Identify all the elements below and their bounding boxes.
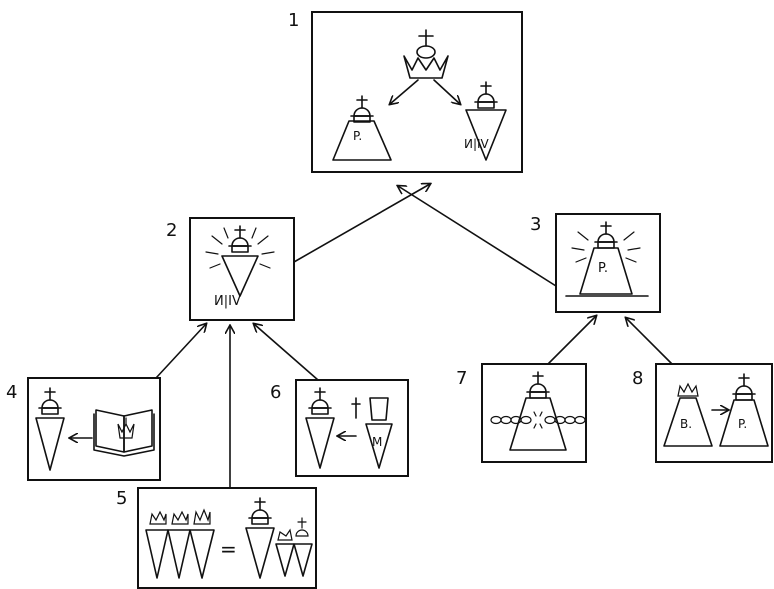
panel-7-frame — [481, 363, 587, 463]
emperor-figure-6-icon — [305, 387, 335, 469]
pope-figure-8-icon: P. — [719, 373, 769, 447]
monk-figure-icon: M — [351, 397, 393, 469]
panel-2-frame — [189, 217, 295, 321]
emperor-figure-icon: И|IV — [464, 81, 507, 161]
arrow-panel3-to-panel1 — [398, 186, 557, 287]
book-icon — [93, 409, 155, 457]
panel-2-emperor-letters: И|IV — [214, 294, 241, 309]
panel-8-pope-letter: P. — [738, 417, 747, 431]
pope-letter: P. — [353, 129, 362, 143]
panel-5: 5 = — [116, 487, 317, 589]
panel-4-frame — [27, 377, 161, 481]
panel-6-frame — [295, 379, 409, 477]
crown-icon — [403, 29, 449, 79]
chained-pope-icon — [490, 371, 586, 451]
emperor-letters: И|IV — [464, 137, 490, 151]
arrow-panel8-to-panel3 — [626, 318, 673, 365]
panel-2: 2 И|IV — [166, 217, 295, 321]
panel-7: 7 — [456, 363, 587, 463]
panel-number-2: 2 — [166, 220, 177, 241]
radiant-pope-icon: P. — [565, 221, 649, 297]
pope-figure-icon: P. — [332, 95, 392, 161]
bishop-figure-icon: B. — [663, 382, 713, 447]
arrow-panel7-to-panel3 — [547, 316, 596, 365]
equals-sign: = — [220, 537, 237, 561]
panel-number-7: 7 — [456, 368, 467, 389]
panel-number-5: 5 — [116, 488, 127, 509]
panel-1: 1 P. И|IV — [288, 10, 523, 173]
panel-1-frame — [311, 11, 523, 173]
panel-3: 3 P. — [530, 213, 661, 313]
monk-letter: M — [372, 435, 382, 449]
panel-5-frame — [137, 487, 317, 589]
three-kings-icon — [145, 508, 215, 579]
panel-number-1: 1 — [288, 10, 299, 31]
panel-3-pope-letter: P. — [598, 261, 608, 276]
broken-chain-icon — [490, 411, 586, 429]
emperor-with-vassals-icon — [245, 497, 313, 579]
ruler-figure-icon — [35, 387, 65, 471]
arrow-panel6-to-panel2 — [254, 324, 319, 381]
panel-8: 8 B. P. — [632, 363, 773, 463]
bishop-letter: B. — [680, 417, 692, 431]
panel-number-3: 3 — [530, 214, 541, 235]
panel-8-frame — [655, 363, 773, 463]
arrow-crown-to-pope — [390, 79, 419, 104]
arrow-crown-to-emperor — [433, 79, 460, 104]
panel-number-4: 4 — [6, 382, 17, 403]
panel-6: 6 M — [270, 379, 409, 477]
panel-number-8: 8 — [632, 368, 643, 389]
arrow-panel4-to-panel2 — [155, 324, 206, 379]
panel-number-6: 6 — [270, 382, 281, 403]
radiant-emperor-icon: И|IV — [205, 225, 275, 309]
panel-3-frame — [555, 213, 661, 313]
arrow-panel2-to-panel1 — [293, 184, 430, 263]
panel-4: 4 — [6, 377, 161, 481]
